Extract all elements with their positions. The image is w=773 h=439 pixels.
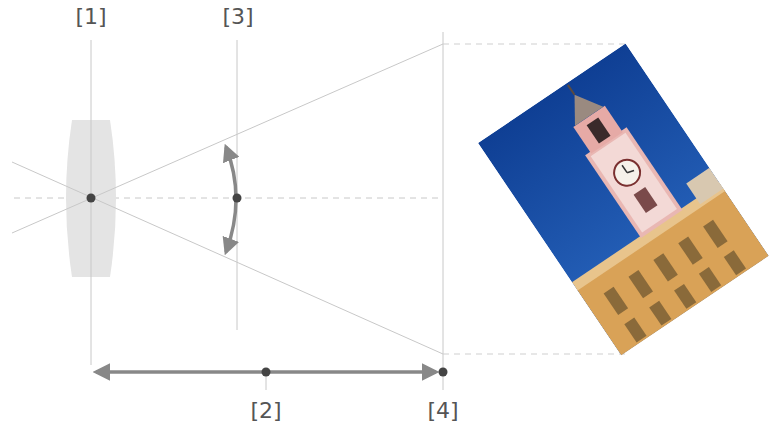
ray xyxy=(12,44,443,233)
callout-number: [3] xyxy=(220,6,255,28)
projection-line xyxy=(443,44,628,45)
callout-number: [4] xyxy=(425,400,460,422)
sensor-plane-line xyxy=(443,32,444,370)
dot xyxy=(87,194,96,203)
dot xyxy=(233,194,242,203)
ray xyxy=(12,162,443,354)
photo xyxy=(478,43,773,362)
dot xyxy=(439,368,448,377)
dot xyxy=(262,368,271,377)
callout-number: [1] xyxy=(73,6,108,28)
callout-number: [2] xyxy=(248,400,283,422)
projection-line xyxy=(443,354,628,355)
